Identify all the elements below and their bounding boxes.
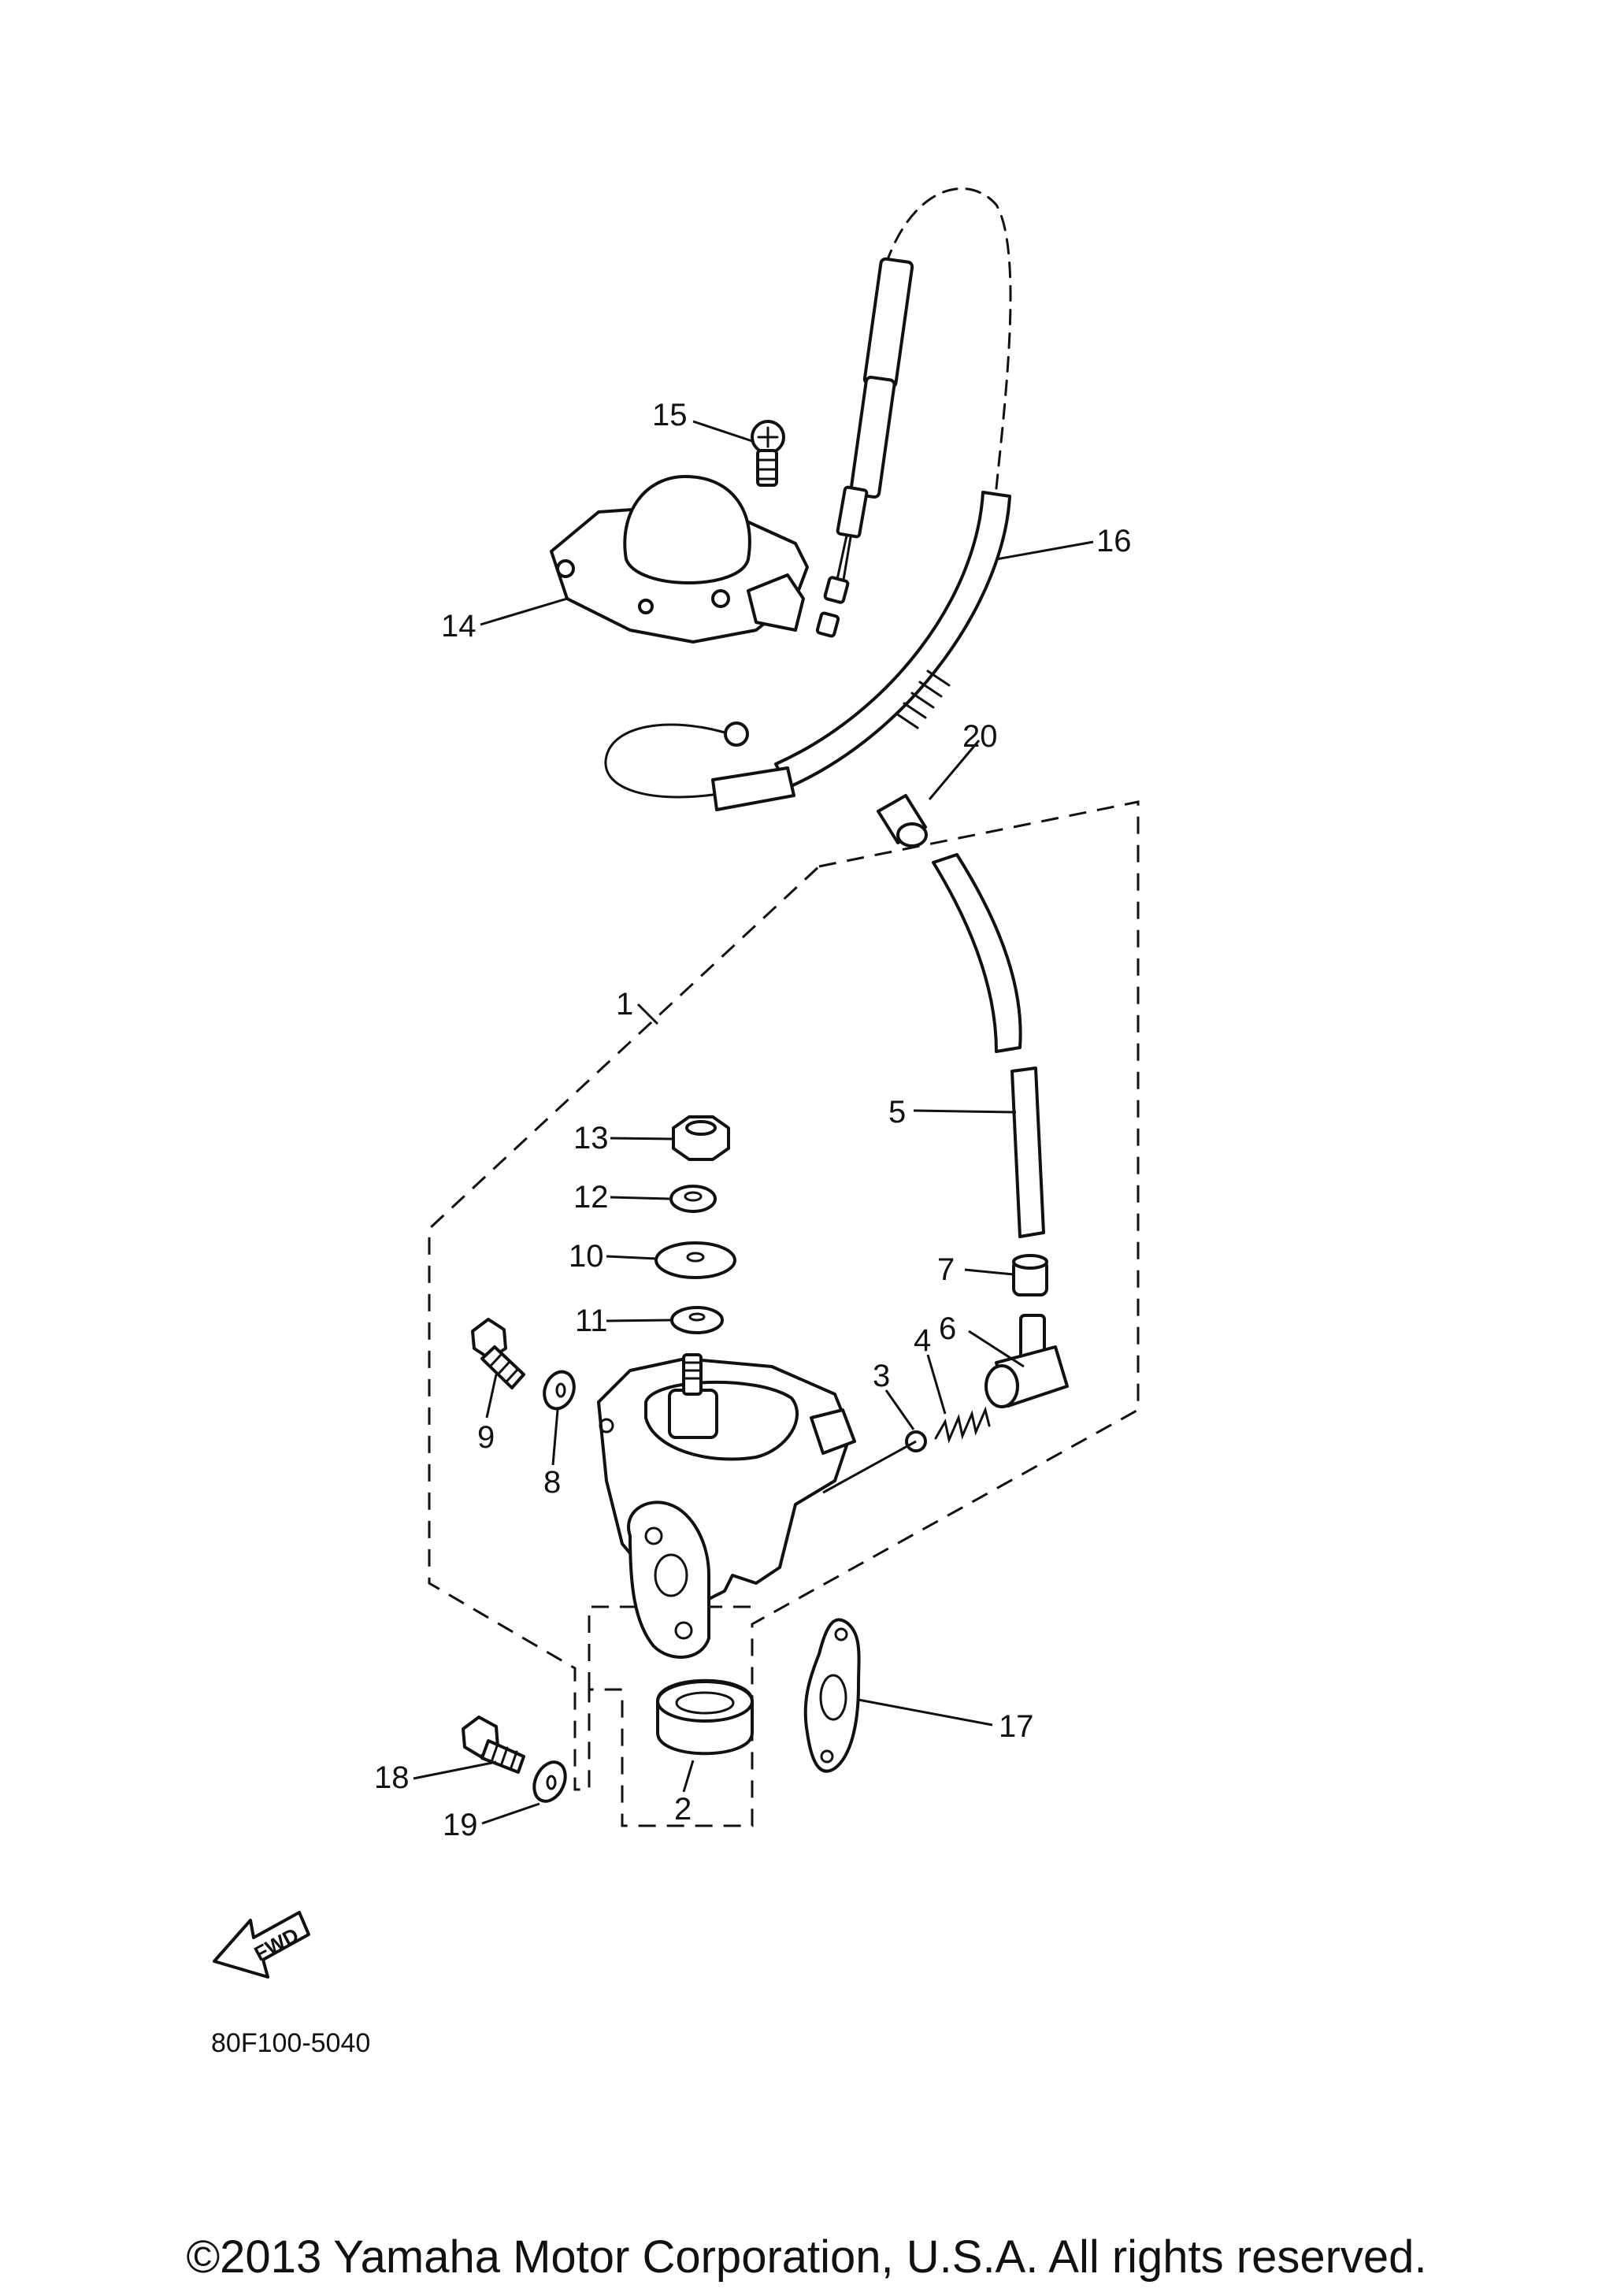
callout-6: 6 (939, 1311, 956, 1346)
callout-8: 8 (543, 1465, 561, 1500)
callout-18: 18 (374, 1760, 410, 1795)
part-15-screw (751, 420, 785, 487)
part-16-hose (604, 491, 1011, 811)
part-6-elbow (984, 1314, 1069, 1408)
part-10-washer (654, 1241, 736, 1279)
callout-14: 14 (441, 609, 476, 644)
part-20-collar (877, 794, 928, 848)
part-17-gasket (803, 1618, 861, 1773)
callout-5: 5 (888, 1095, 906, 1129)
leader-lines (413, 420, 1094, 1825)
callout-16: 16 (1096, 524, 1132, 558)
callout-labels: 1 2 3 4 5 6 7 8 9 10 11 12 13 14 15 16 1… (374, 398, 1132, 1842)
callout-3: 3 (873, 1359, 890, 1393)
callout-9: 9 (477, 1420, 495, 1455)
callout-13: 13 (573, 1121, 609, 1155)
part-9-bolt (471, 1318, 525, 1389)
part-8-washer (543, 1370, 576, 1411)
part-14-cover (550, 475, 809, 644)
callout-19: 19 (443, 1808, 478, 1842)
part-5-hose-lower (1010, 1066, 1045, 1238)
copyright-notice: ©2013 Yamaha Motor Corporation, U.S.A. A… (186, 2231, 1427, 2283)
pump-body (597, 1353, 856, 1659)
assembly-boundary (428, 800, 1140, 1827)
callout-20: 20 (962, 719, 998, 754)
part-12-lock-washer (669, 1185, 717, 1213)
part-5-hose-upper (932, 853, 1022, 1053)
part-18-bolt (462, 1716, 525, 1774)
callout-12: 12 (573, 1180, 609, 1215)
callout-15: 15 (652, 398, 688, 432)
callout-11: 11 (575, 1304, 608, 1338)
part-2-seal (656, 1678, 754, 1756)
callout-1: 1 (616, 987, 633, 1022)
fwd-arrow-icon: FWD (213, 1911, 310, 1979)
callout-4: 4 (914, 1323, 931, 1358)
part-11-washer (670, 1306, 724, 1334)
callout-17: 17 (999, 1709, 1034, 1744)
cable-assembly (815, 187, 1012, 638)
part-13-nut (672, 1115, 730, 1161)
diagram-code: 80F100-5040 (211, 2028, 370, 2058)
callout-10: 10 (569, 1239, 604, 1274)
callout-2: 2 (674, 1792, 692, 1827)
callout-7: 7 (937, 1252, 955, 1287)
part-7-clip (1012, 1254, 1048, 1296)
part-19-washer (532, 1760, 567, 1803)
part-4-spring (934, 1406, 991, 1444)
